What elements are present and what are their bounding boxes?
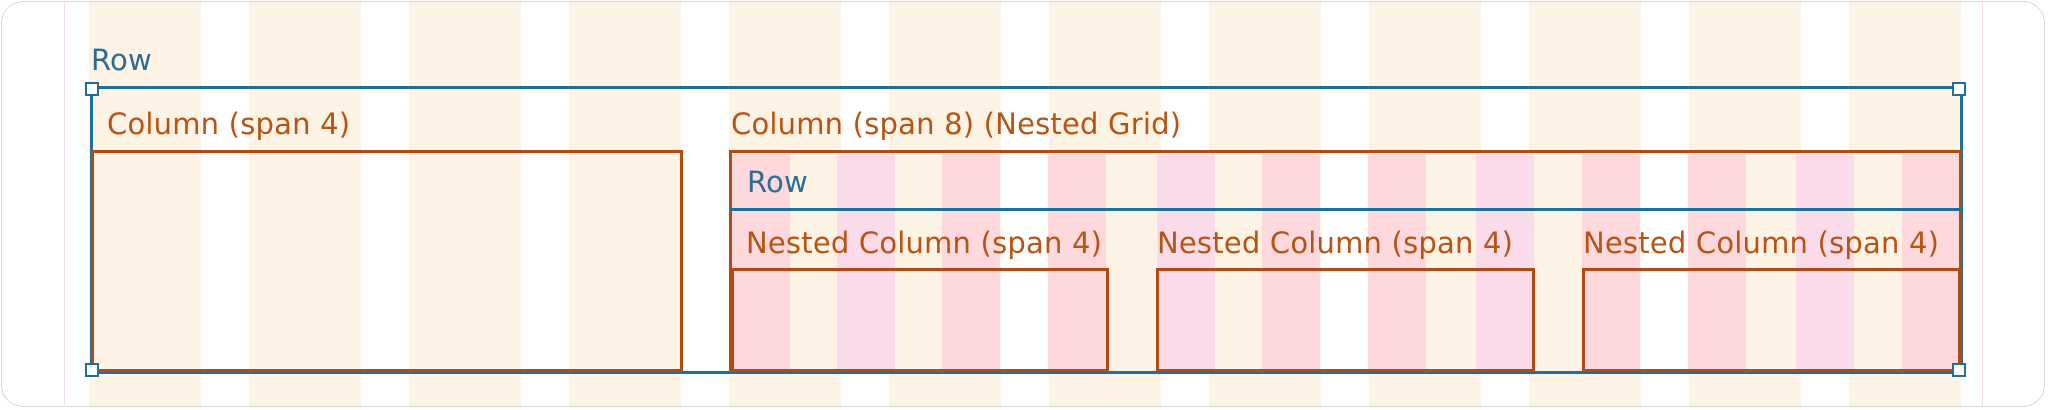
nested-column-box bbox=[1582, 268, 1961, 372]
nested-grid-column-1 bbox=[732, 154, 790, 370]
nested-grid-column-9 bbox=[1582, 154, 1640, 370]
nested-grid-column-12 bbox=[1902, 154, 1960, 370]
right-margin-line bbox=[1982, 2, 1983, 406]
resize-handle-top-left[interactable] bbox=[85, 82, 99, 96]
grid-column-3 bbox=[409, 2, 521, 406]
nested-grid-column-3 bbox=[942, 154, 1000, 370]
nested-column-label: Nested Column (span 4) bbox=[1583, 226, 1940, 260]
column-span4-box bbox=[91, 150, 683, 372]
nested-row-top-edge bbox=[730, 208, 1961, 211]
nested-column-box bbox=[1156, 268, 1535, 372]
nested-grid-column-7 bbox=[1368, 154, 1426, 370]
column-span4-label: Column (span 4) bbox=[107, 107, 351, 141]
left-margin-line bbox=[64, 2, 65, 406]
nested-row-label: Row bbox=[747, 165, 808, 199]
nested-grid-column-2 bbox=[837, 154, 895, 370]
grid-column-2 bbox=[249, 2, 361, 406]
resize-handle-bottom-right[interactable] bbox=[1952, 363, 1966, 377]
row-label: Row bbox=[91, 43, 152, 77]
column-span8-box bbox=[729, 150, 1962, 374]
resize-handle-top-right[interactable] bbox=[1952, 82, 1966, 96]
nested-grid-column-11 bbox=[1796, 154, 1854, 370]
nested-grid-column-10 bbox=[1688, 154, 1746, 370]
nested-column-label: Nested Column (span 4) bbox=[1157, 226, 1514, 260]
nested-grid-column-8 bbox=[1476, 154, 1534, 370]
column-span8-label: Column (span 8) (Nested Grid) bbox=[731, 107, 1182, 141]
nested-grid-column-6 bbox=[1262, 154, 1320, 370]
nested-column-box bbox=[731, 268, 1109, 372]
nested-row-bottom-edge bbox=[730, 371, 1961, 374]
nested-column-label: Nested Column (span 4) bbox=[746, 226, 1103, 260]
resize-handle-bottom-left[interactable] bbox=[85, 363, 99, 377]
nested-grid-column-4 bbox=[1048, 154, 1106, 370]
nested-grid-column-5 bbox=[1157, 154, 1215, 370]
grid-column-4 bbox=[569, 2, 681, 406]
grid-column-1 bbox=[89, 2, 201, 406]
